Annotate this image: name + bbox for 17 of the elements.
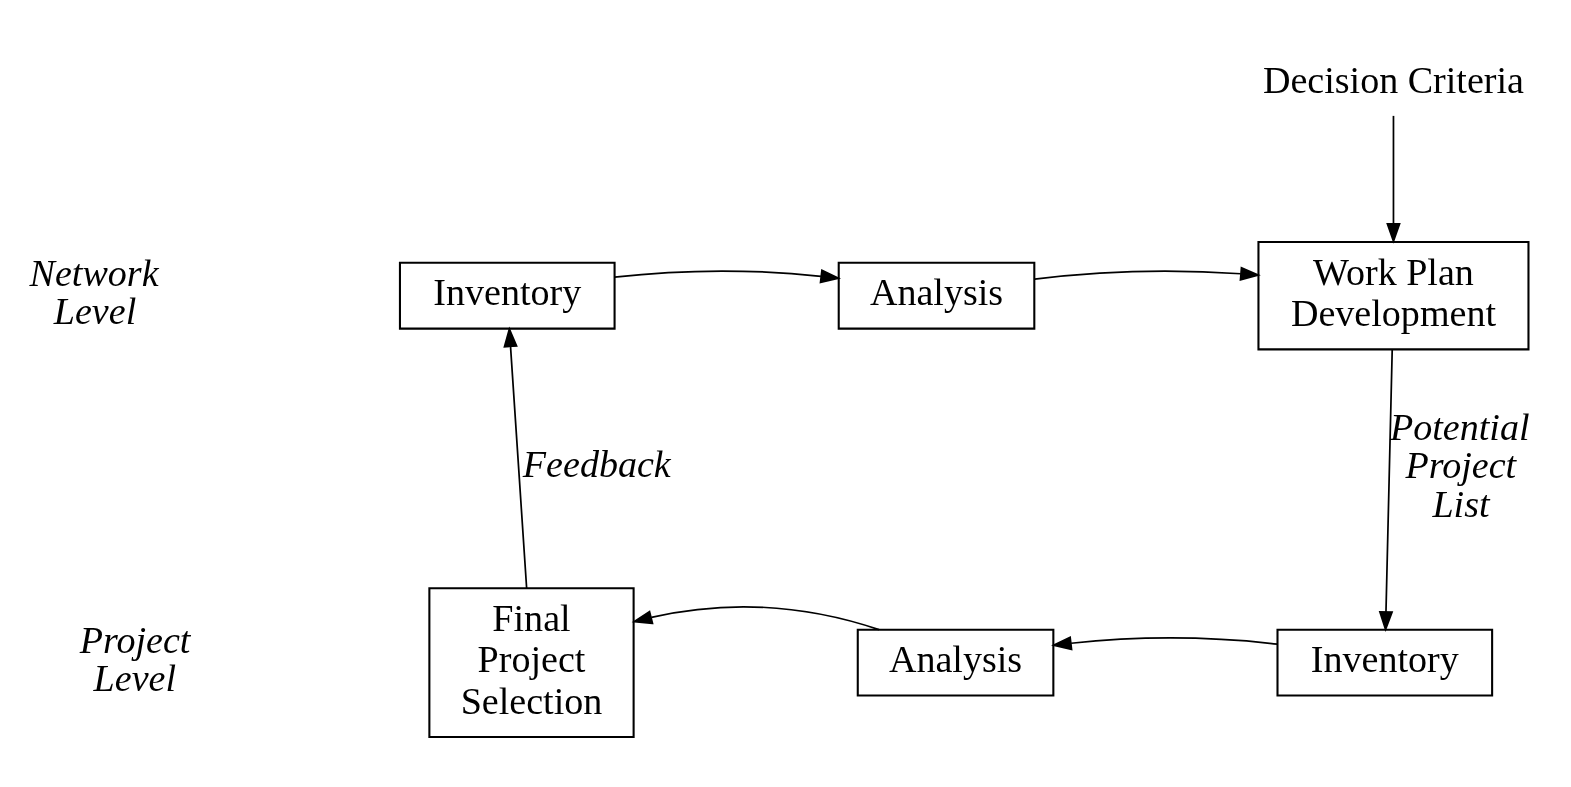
arrow	[1051, 635, 1279, 651]
node-box: Inventory	[398, 261, 616, 330]
label: Project Level	[79, 619, 191, 700]
node-box: Analysis	[856, 628, 1055, 697]
edge-label: Feedback	[522, 442, 671, 485]
node-box: Inventory	[1276, 628, 1494, 697]
arrow	[1033, 266, 1261, 281]
node-text: Decision Criteria	[1262, 58, 1525, 101]
node-box: Final Project Selection	[428, 587, 635, 739]
arrow	[631, 605, 880, 631]
label: Network Level	[29, 252, 159, 333]
node-box: Work Plan Development	[1257, 241, 1530, 351]
node-box: Analysis	[837, 261, 1036, 330]
arrow	[1378, 348, 1394, 632]
arrow	[1386, 115, 1401, 244]
arrow	[613, 269, 842, 284]
arrow	[503, 326, 528, 589]
